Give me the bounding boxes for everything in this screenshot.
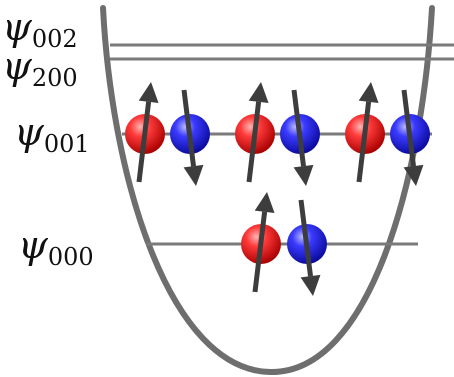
spin-up-arrow	[136, 82, 159, 183]
spin-up-arrow	[246, 82, 269, 183]
spin-down-arrow	[401, 89, 424, 186]
spin-up-arrow-head	[254, 192, 275, 214]
spin-down-arrow-head	[300, 274, 321, 296]
spin-up-arrow	[356, 82, 379, 183]
spin-down-arrow-shaft	[401, 89, 417, 167]
spin-up-particle-psi001-0	[125, 82, 165, 183]
energy-level-labels: ψ002 ψ200 ψ001 ψ000	[2, 5, 94, 271]
spin-up-arrow-head	[138, 82, 159, 104]
spin-up-particle-psi001-4	[345, 82, 385, 183]
spin-down-arrow-shaft	[291, 89, 307, 167]
spin-up-arrow-shaft	[136, 101, 152, 183]
spin-up-arrow-head	[358, 82, 379, 104]
spin-down-arrow-shaft	[298, 199, 314, 277]
spin-up-particle-psi000-0	[241, 192, 281, 293]
spin-up-particle-psi001-2	[235, 82, 275, 183]
spin-up-arrow	[252, 192, 275, 293]
spin-down-particle-psi001-5	[390, 89, 430, 186]
spin-up-arrow-shaft	[356, 101, 372, 183]
level-label-psi002: ψ002	[2, 5, 78, 53]
spin-down-arrow-head	[183, 164, 204, 186]
level-label-psi200: ψ200	[2, 44, 78, 92]
level-label-psi001: ψ001	[14, 110, 90, 158]
spin-down-particle-psi001-1	[170, 89, 210, 186]
spin-up-arrow-head	[248, 82, 269, 104]
spin-down-arrow-head	[403, 164, 424, 186]
spin-up-arrow-shaft	[246, 101, 262, 183]
spin-down-particle-psi000-1	[287, 199, 327, 296]
potential-well-curve	[100, 5, 435, 376]
spin-down-arrow	[298, 199, 321, 296]
spin-up-arrow-shaft	[252, 211, 268, 293]
spin-down-arrow	[181, 89, 204, 186]
spin-down-arrow	[291, 89, 314, 186]
spin-down-particle-psi001-3	[280, 89, 320, 186]
particles-group	[125, 82, 430, 296]
spin-down-arrow-shaft	[181, 89, 196, 167]
spin-down-arrow-head	[293, 164, 314, 186]
level-label-psi000: ψ000	[18, 223, 94, 271]
